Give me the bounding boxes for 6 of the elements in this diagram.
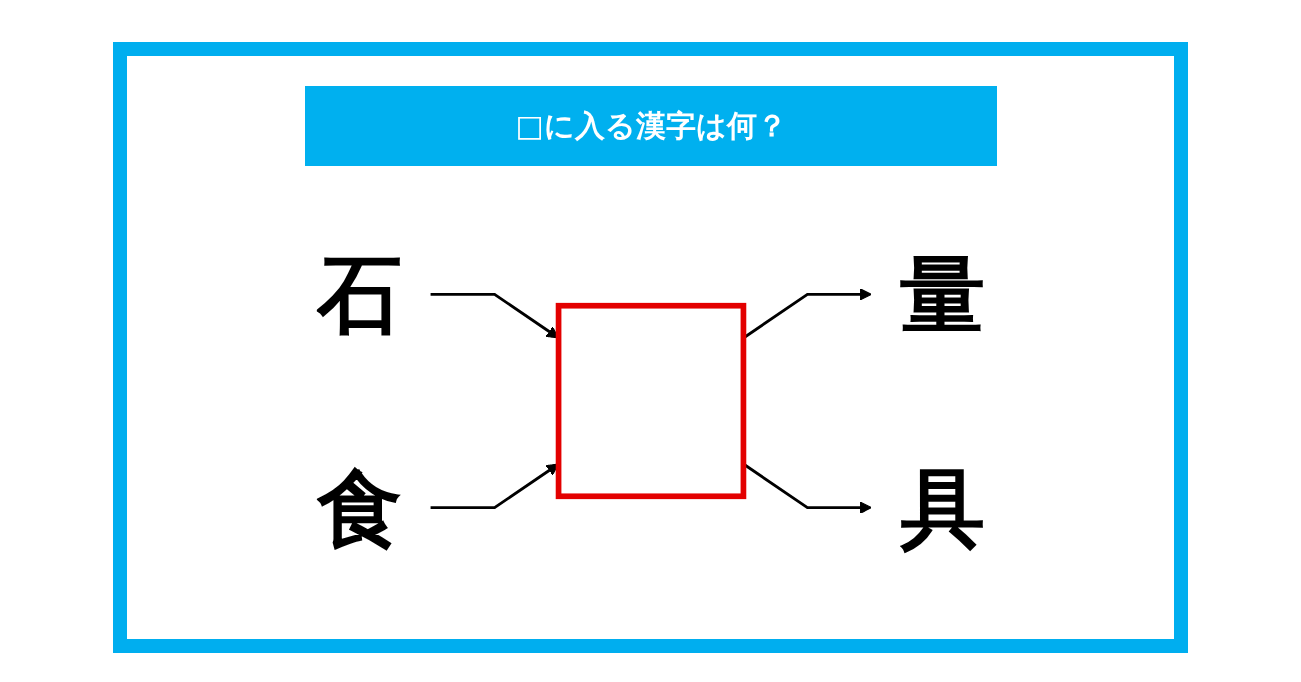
character-label: 食: [316, 457, 403, 558]
title-banner: □に入る漢字は何？: [305, 86, 997, 166]
character-label: 具: [899, 457, 986, 558]
answer-box: [555, 302, 747, 500]
character-label: 石: [316, 244, 403, 345]
character-label: 量: [899, 244, 986, 345]
